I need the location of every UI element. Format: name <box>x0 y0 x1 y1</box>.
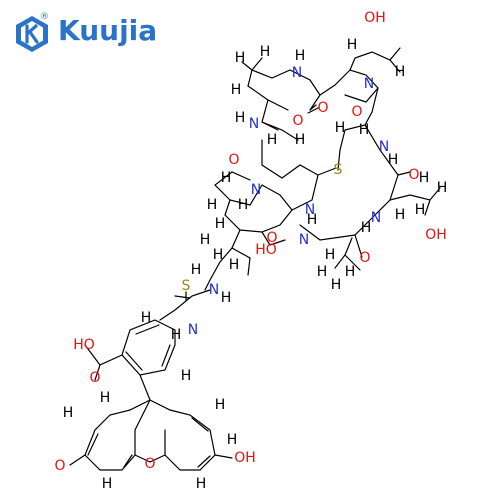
atom-H: H <box>207 197 218 213</box>
atom-H: H <box>267 132 278 148</box>
atom-N: N <box>364 76 374 92</box>
atom-O: O <box>292 113 303 129</box>
atom-HO: HO <box>255 242 277 258</box>
atom-H: H <box>221 170 232 186</box>
atom-N: N <box>379 139 389 155</box>
atom-H: H <box>102 476 113 492</box>
atom-O: O <box>359 250 370 266</box>
atom-H: H <box>235 110 246 126</box>
atom-H: H <box>191 262 202 278</box>
atom-N: N <box>188 322 198 338</box>
atom-H: H <box>100 390 111 406</box>
atom-H: H <box>200 232 211 248</box>
atom-H: H <box>227 432 238 448</box>
atom-O: O <box>408 167 419 183</box>
atom-N: N <box>299 232 309 248</box>
logo-wordmark: Kuujia <box>58 14 158 47</box>
atom-H: H <box>260 44 271 60</box>
atom-H: H <box>238 197 249 213</box>
atom-N: N <box>292 65 302 81</box>
atom-S: S <box>182 278 191 294</box>
atom-H: H <box>63 405 74 421</box>
atom-H: H <box>215 216 226 232</box>
atom-O: O <box>317 100 328 116</box>
atom-H: H <box>331 277 342 293</box>
atom-H: H <box>317 264 328 280</box>
atom-N: N <box>209 282 219 298</box>
atom-H: H <box>295 132 306 148</box>
atom-H: H <box>229 257 240 273</box>
atom-OH: OH <box>425 227 447 243</box>
atom-H: H <box>335 120 346 136</box>
atom-H: H <box>307 212 318 228</box>
atom-H: H <box>437 180 448 196</box>
atom-H: H <box>345 264 356 280</box>
atom-H: H <box>196 476 207 492</box>
atom-H: H <box>388 152 399 168</box>
atom-H: H <box>215 397 226 413</box>
atom-H: H <box>395 64 406 80</box>
registered-mark: ® <box>40 12 49 22</box>
atom-O: O <box>266 230 277 246</box>
atom-H: H <box>171 327 182 343</box>
atom-H: H <box>325 247 336 263</box>
atom-N: N <box>251 182 261 198</box>
bond-lines <box>69 47 441 471</box>
atom-H: H <box>347 37 358 53</box>
atom-H: H <box>361 220 372 236</box>
atom-H: H <box>415 202 426 218</box>
atom-H: H <box>295 48 306 64</box>
atom-O: O <box>144 456 155 472</box>
atom-O: O <box>228 152 239 168</box>
atom-H: H <box>235 50 246 66</box>
atom-HO: HO <box>73 337 95 353</box>
atom-N: N <box>371 210 381 226</box>
atom-labels: N N N N N N N N N N OH O O O O O OH O HO… <box>54 10 447 492</box>
kuujia-logo: ® Kuujia <box>12 12 162 54</box>
atom-H: H <box>221 290 232 306</box>
atom-OH: OH <box>234 450 256 466</box>
kuujia-logo-icon <box>16 16 48 52</box>
atom-H: H <box>419 170 430 186</box>
atom-H: H <box>231 82 242 98</box>
atom-S: S <box>334 162 343 178</box>
atom-H: H <box>213 247 224 263</box>
atom-O: O <box>351 104 362 120</box>
atom-H: H <box>141 310 152 326</box>
atom-H: H <box>359 122 370 138</box>
atom-N: N <box>249 116 259 132</box>
atom-O: O <box>89 370 100 386</box>
atom-H: H <box>395 207 406 223</box>
atom-OH: OH <box>364 10 386 26</box>
atom-N: N <box>305 202 315 218</box>
atom-H: H <box>181 368 192 384</box>
atom-O: O <box>54 458 65 474</box>
